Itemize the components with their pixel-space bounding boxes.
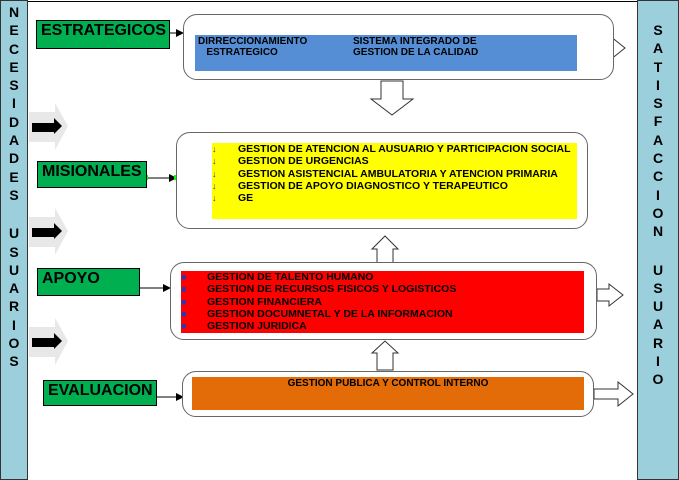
bar-letter: F xyxy=(653,113,663,130)
bar-letter: U xyxy=(8,225,20,242)
bar-letter: I xyxy=(12,316,16,333)
process-item-text: GESTION DE ATENCION AL AUSUARIO Y PARTIC… xyxy=(238,143,571,155)
label-missional: MISIONALES xyxy=(37,161,147,188)
bar-letter: S xyxy=(653,22,663,38)
bar-letter: O xyxy=(8,335,20,352)
bar-letter: A xyxy=(8,132,20,149)
bar-letter: S xyxy=(9,186,19,203)
process-item: ■ GESTION DE TALENTO HUMANO xyxy=(181,271,584,283)
process-item: ■ GESTION DOCUMNETAL Y DE LA INFORMACION xyxy=(181,308,584,320)
bar-letter: E xyxy=(9,168,19,185)
bullet-icon: ■ xyxy=(181,284,187,295)
shadow-arrow-icon xyxy=(29,208,68,255)
bar-letter: A xyxy=(8,280,20,297)
shadow-arrow-icon xyxy=(29,103,68,150)
bar-letter: R xyxy=(652,334,664,351)
process-item-text: GESTION DOCUMNETAL Y DE LA INFORMACION xyxy=(207,307,453,320)
bar-letter: R xyxy=(8,298,20,315)
process-item-text: GE xyxy=(238,192,254,205)
bar-letter: I xyxy=(656,353,660,370)
label-evaluation: EVALUACION xyxy=(43,380,157,406)
bar-letter: S xyxy=(9,243,19,260)
process-item: ■ GESTION DE RECURSOS FISICOS Y LOGISTICO… xyxy=(181,283,584,295)
process-item-text: GESTION DE URGENCIAS xyxy=(238,155,369,168)
process-item-text: GESTION JURIDICA xyxy=(207,320,307,333)
label-strategic: ESTRATEGICOS xyxy=(36,20,170,49)
bar-letter: U xyxy=(652,261,664,278)
bar-letter: N xyxy=(652,223,664,240)
bullet-icon: ↓ xyxy=(212,193,217,204)
process-item: ↓ GESTION ASISTENCIAL AMBULATORIA Y ATENC… xyxy=(212,168,577,180)
bar-letter: O xyxy=(652,204,664,221)
process-item: ■ GESTION JURIDICA xyxy=(181,320,584,332)
bar-letter: A xyxy=(652,316,664,333)
bar-letter: D xyxy=(8,150,20,167)
bar-letter: A xyxy=(652,131,664,148)
process-item: ↓ GESTION DE URGENCIAS xyxy=(212,155,577,167)
strategic-panel: DIRRECCIONAMIENTO ESTRATEGICO SISTEMA IN… xyxy=(195,35,577,71)
evaluation-panel: GESTION PUBLICA Y CONTROL INTERNO xyxy=(192,377,584,410)
right-arrow-icon xyxy=(596,282,624,308)
bullet-icon: ■ xyxy=(181,321,187,332)
bullet-icon: ↓ xyxy=(212,144,217,154)
missional-panel: ↓ GESTION DE ATENCION AL AUSUARIO Y PARTI… xyxy=(212,143,577,219)
process-item-text: GESTION DE RECURSOS FISICOS Y LOGISTICOS xyxy=(207,283,457,296)
evaluation-item: GESTION PUBLICA Y CONTROL INTERNO xyxy=(287,378,489,389)
process-item-text: GESTION FINANCIERA xyxy=(207,295,322,308)
process-item: ■ GESTION FINANCIERA xyxy=(181,296,584,308)
bar-letter: O xyxy=(652,371,664,388)
process-item: ↓ GESTION DE ATENCION AL AUSUARIO Y PARTI… xyxy=(212,143,577,155)
bullet-icon: ↓ xyxy=(212,180,217,191)
bar-letter: C xyxy=(652,168,664,185)
bar-letter: E xyxy=(9,58,19,75)
bullet-icon: ■ xyxy=(181,308,187,319)
label-support: APOYO xyxy=(37,268,140,296)
bar-letter: E xyxy=(9,22,19,39)
strategic-item: SISTEMA INTEGRADO DE GESTION DE LA CALID… xyxy=(353,36,479,58)
bar-letter: I xyxy=(12,95,16,112)
support-panel: ■ GESTION DE TALENTO HUMANO ■ GESTION DE RE… xyxy=(181,271,584,333)
bar-letter: C xyxy=(8,40,20,57)
bar-letter: S xyxy=(653,279,663,296)
bar-letter: C xyxy=(652,150,664,167)
process-item-text: GESTION DE APOYO DIAGNOSTICO Y TERAPEUTI… xyxy=(238,179,508,192)
bullet-icon: ↓ xyxy=(212,156,217,167)
down-arrow-icon xyxy=(369,80,415,116)
bullet-icon: ■ xyxy=(181,272,187,282)
bar-letter: I xyxy=(656,186,660,203)
bar-letter: U xyxy=(652,298,664,315)
bar-letter: I xyxy=(656,76,660,93)
process-item: ↓ GESTION DE APOYO DIAGNOSTICO Y TERAPEUT… xyxy=(212,180,577,192)
process-item-text: GESTION DE TALENTO HUMANO xyxy=(207,271,374,283)
up-arrow-icon xyxy=(370,235,400,264)
process-item-text: GESTION ASISTENCIAL AMBULATORIA Y ATENCI… xyxy=(238,167,558,180)
bullet-icon: ■ xyxy=(181,296,187,307)
right-arrow-icon xyxy=(593,380,634,408)
bar-letter: S xyxy=(653,95,663,112)
bullet-icon: ↓ xyxy=(212,168,217,179)
strategic-item: DIRRECCIONAMIENTO ESTRATEGICO xyxy=(198,36,308,58)
bar-letter: D xyxy=(8,113,20,130)
top-border xyxy=(28,1,637,2)
bar-letter: U xyxy=(8,261,20,278)
bar-letter: A xyxy=(652,40,664,57)
bar-letter: N xyxy=(8,4,20,20)
shadow-arrow-icon xyxy=(29,318,68,365)
bar-letter: S xyxy=(9,77,19,94)
up-arrow-icon xyxy=(370,340,400,371)
bar-letter: S xyxy=(9,353,19,370)
bar-letter: T xyxy=(653,58,663,75)
process-item: ↓ GE xyxy=(212,192,577,204)
